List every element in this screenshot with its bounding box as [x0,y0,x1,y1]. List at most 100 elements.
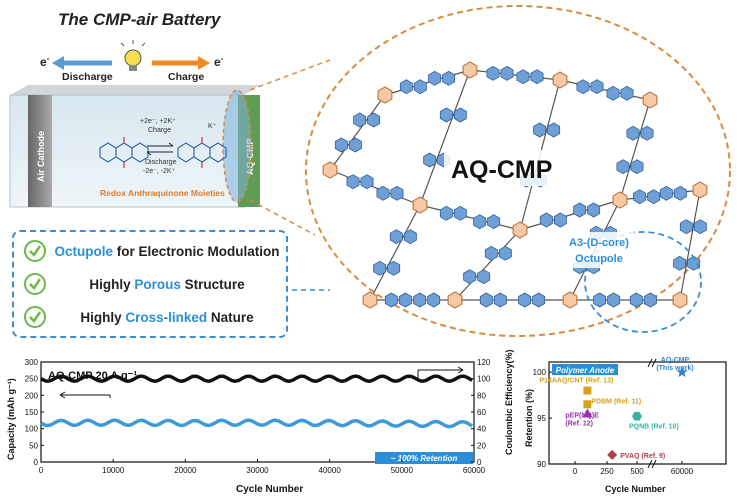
network-link [679,189,701,301]
anthraquinone-unit [640,125,654,141]
anthraquinone-unit [533,122,547,138]
triazine-node [552,71,568,89]
figure-title: The CMP-air Battery [58,10,221,29]
anthraquinone-unit [403,229,417,245]
anthraquinone-unit [486,65,500,81]
anthraquinone-unit [346,174,360,190]
anthraquinone-unit [673,255,687,271]
structure-main-label: AQ-CMP [451,156,552,184]
zoom-connector-top [249,59,331,91]
network-link [454,229,521,301]
triazine-node [412,196,428,214]
anthraquinone-unit [367,112,381,128]
anthraquinone-unit [353,112,367,128]
anthraquinone-unit [389,229,403,245]
anthraquinone-unit [516,69,530,85]
anthraquinone-unit [539,212,553,228]
anthraquinone-unit [473,214,487,230]
triazine-node [562,291,578,309]
anthraquinone-unit [620,85,634,101]
anthraquinone-unit [453,107,467,123]
anthraquinone-unit [693,219,707,235]
anthraquinone-unit [587,202,601,218]
network-link [329,94,386,171]
electron-left: e- [40,54,50,69]
anthraquinone-unit [593,292,607,308]
anthraquinone-unit [626,125,640,141]
feature-item-porous: Highly Porous Structure [24,270,282,298]
triazine-node [512,221,528,239]
anthraquinone-unit [453,205,467,221]
anthraquinone-unit [373,260,387,276]
air-cathode-label: Air Cathode [36,131,46,182]
moieties-label: Redox Anthraquinone Moieties [100,188,225,198]
anthraquinone-unit [643,292,657,308]
triazine-node [377,86,393,104]
air-cathode-plate [28,95,52,207]
lightbulb-icon [120,40,146,71]
anthraquinone-unit [659,185,673,201]
anthraquinone-molecule-right [177,137,227,168]
redox-forward: +2e⁻, +2K⁺ [140,118,176,125]
anthraquinone-unit [484,245,498,261]
charge-label: Charge [168,71,204,83]
anthraquinone-unit [334,137,348,153]
anthraquinone-unit [606,85,620,101]
anthraquinone-unit [360,174,374,190]
zoom-connector-bottom [249,199,316,236]
feature-item-crosslinked: Highly Cross-linked Nature [24,303,282,331]
triazine-node [612,191,628,209]
anthraquinone-unit [413,79,427,95]
anthraquinone-unit [348,137,362,153]
equilibrium-arrows [146,142,174,156]
check-icon [24,306,46,328]
anthraquinone-unit [633,189,647,205]
network-link [419,204,521,231]
feature-item-octupole: Octupole for Electronic Modulation [24,237,282,265]
network-link [419,69,471,206]
anthraquinone-unit [607,292,621,308]
network-link [619,99,651,201]
anthraquinone-unit [390,185,404,201]
anthraquinone-unit [553,212,567,228]
triazine-node [672,291,688,309]
octupole-label-2: Octupole [575,253,623,265]
electron-right: e- [214,54,224,69]
anthraquinone-unit [518,292,532,308]
anthraquinone-unit [423,152,437,168]
anthraquinone-unit [376,185,390,201]
anthraquinone-molecule-left [99,137,149,168]
octupole-label-1: A3-(D-core) [569,237,629,249]
network-link [519,199,621,231]
anthraquinone-unit [428,70,442,86]
triazine-node [447,291,463,309]
electrode-ellipse [222,89,252,203]
anthraquinone-unit [530,69,544,85]
anthraquinone-unit [384,292,398,308]
anthraquinone-unit [500,65,514,81]
triazine-node [322,161,338,179]
anthraquinone-unit [387,260,401,276]
anthraquinone-unit [616,159,630,175]
anthraquinone-unit [629,292,643,308]
anthraquinone-unit [493,292,507,308]
anthraquinone-unit [547,122,561,138]
octupole-highlight [584,231,702,333]
anthraquinone-unit [573,202,587,218]
anthraquinone-unit [487,214,501,230]
anthraquinone-unit [479,292,493,308]
anthraquinone-unit [439,107,453,123]
anthraquinone-unit [413,292,427,308]
anthraquinone-unit [399,79,413,95]
anthraquinone-unit [498,245,512,261]
anthraquinone-unit [647,189,661,205]
anthraquinone-unit [630,159,644,175]
anthraquinone-unit [576,79,590,95]
redox-back: -2e⁻, -2K⁺ [143,168,176,175]
anthraquinone-unit [463,269,477,285]
anthraquinone-unit [532,292,546,308]
anthraquinone-unit [679,219,693,235]
redox-forward-label: Charge [148,127,171,134]
